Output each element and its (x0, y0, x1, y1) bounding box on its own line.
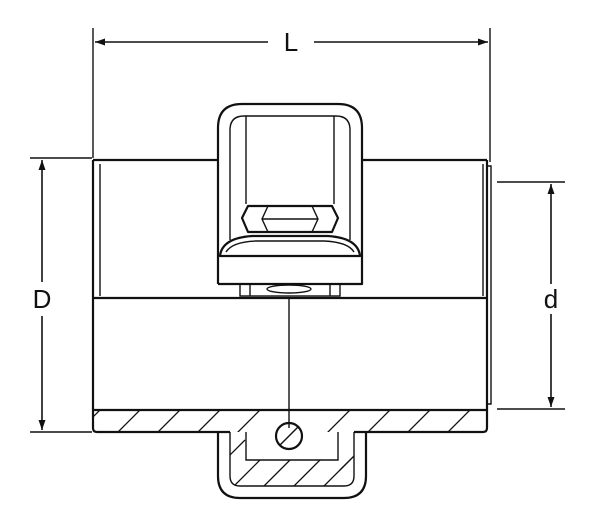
fitting-body (91, 158, 492, 434)
right-end-face (487, 165, 492, 405)
washer-highlight (225, 240, 355, 253)
saddle-hatching (230, 439, 354, 486)
saddle-slot (245, 432, 339, 461)
label-length: L (284, 27, 298, 57)
saddle-inner-outline (229, 432, 355, 487)
label-inner-diameter: d (544, 284, 558, 314)
base-pad-screw (266, 284, 312, 294)
terminal-pin-circle (274, 421, 304, 451)
clamp-outer (216, 102, 364, 286)
hex-nut (240, 204, 340, 234)
dimension-length: L (92, 27, 491, 162)
clamp-base-pad (239, 283, 341, 297)
top-clamp (216, 102, 364, 297)
bottom-saddle (216, 421, 368, 500)
saddle-outline (216, 432, 368, 500)
clamp-inner (229, 115, 351, 240)
body-outline (91, 158, 489, 434)
hex-nut-facets (261, 205, 319, 233)
label-outer-diameter: D (33, 284, 52, 314)
dimension-inner-diameter: d (497, 181, 565, 410)
clamp-inner-legs (245, 116, 335, 204)
hatched-wall (93, 410, 487, 432)
dimension-outer-diameter: D (30, 157, 92, 433)
clamp-washer (218, 234, 362, 258)
terminal-pin-slot (279, 426, 299, 446)
